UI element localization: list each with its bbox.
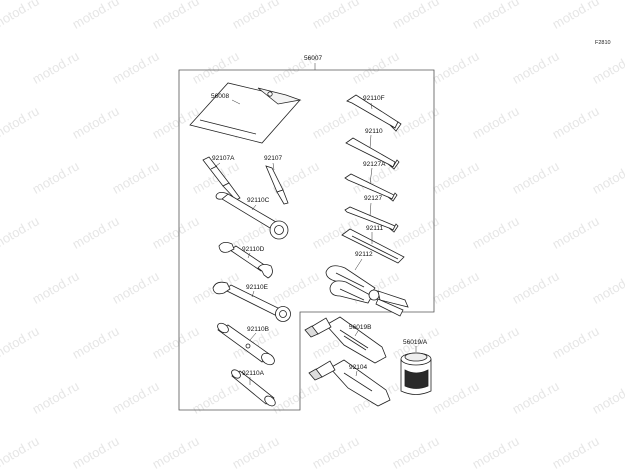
- part-label-grease-a: 56019/A: [403, 339, 428, 346]
- wrench-e-drawing: [212, 281, 291, 322]
- wrench-c-drawing: [215, 192, 289, 240]
- wrench-d-drawing: [218, 242, 273, 279]
- screwdriver-a-drawing: [202, 156, 241, 201]
- part-label-box-a: 92110A: [242, 370, 264, 377]
- part-label-grease-104: 92104: [349, 364, 368, 371]
- part-label-handle: 92111: [366, 225, 384, 232]
- handle-drawing: [341, 228, 405, 264]
- kit-frame: [178, 69, 435, 411]
- hex-127-drawing: [344, 206, 399, 233]
- part-label-grease-b: 56019B: [349, 324, 372, 331]
- tool-bag-drawing: [189, 82, 302, 144]
- part-label-driver-a: 92107A: [212, 155, 235, 162]
- grease-104-drawing: [308, 359, 391, 407]
- part-label-hex-127a: 92127A: [363, 161, 386, 168]
- part-label-hex-10: 92110: [365, 128, 383, 135]
- part-label-box-b: 92110B: [247, 326, 269, 333]
- hex-f-drawing: [346, 94, 402, 132]
- screwdriver-drawing: [265, 165, 289, 205]
- part-label-wrench-d: 92110D: [242, 246, 265, 253]
- part-label-pliers: 92112: [355, 251, 373, 258]
- hex-10-drawing: [345, 137, 400, 170]
- box-wrench-b-drawing: [217, 322, 275, 366]
- part-label-kit: 56007: [304, 55, 323, 62]
- part-label-tool-bag: 56008: [211, 93, 230, 100]
- leader-lines: [215, 99, 417, 385]
- box-wrench-a-drawing: [231, 369, 276, 407]
- part-label-wrench-c: 92110C: [247, 197, 270, 204]
- grease-b-drawing: [304, 316, 387, 364]
- figure-code: F2810: [595, 40, 611, 46]
- hex-127a-drawing: [344, 173, 398, 202]
- grease-can-drawing: [400, 352, 432, 395]
- part-label-wrench-e: 92110E: [246, 284, 268, 291]
- part-label-driver: 92107: [264, 155, 283, 162]
- part-label-hex-127: 92127: [364, 195, 383, 202]
- pliers-drawing: [325, 265, 409, 317]
- part-label-hex-f: 92110F: [363, 95, 385, 102]
